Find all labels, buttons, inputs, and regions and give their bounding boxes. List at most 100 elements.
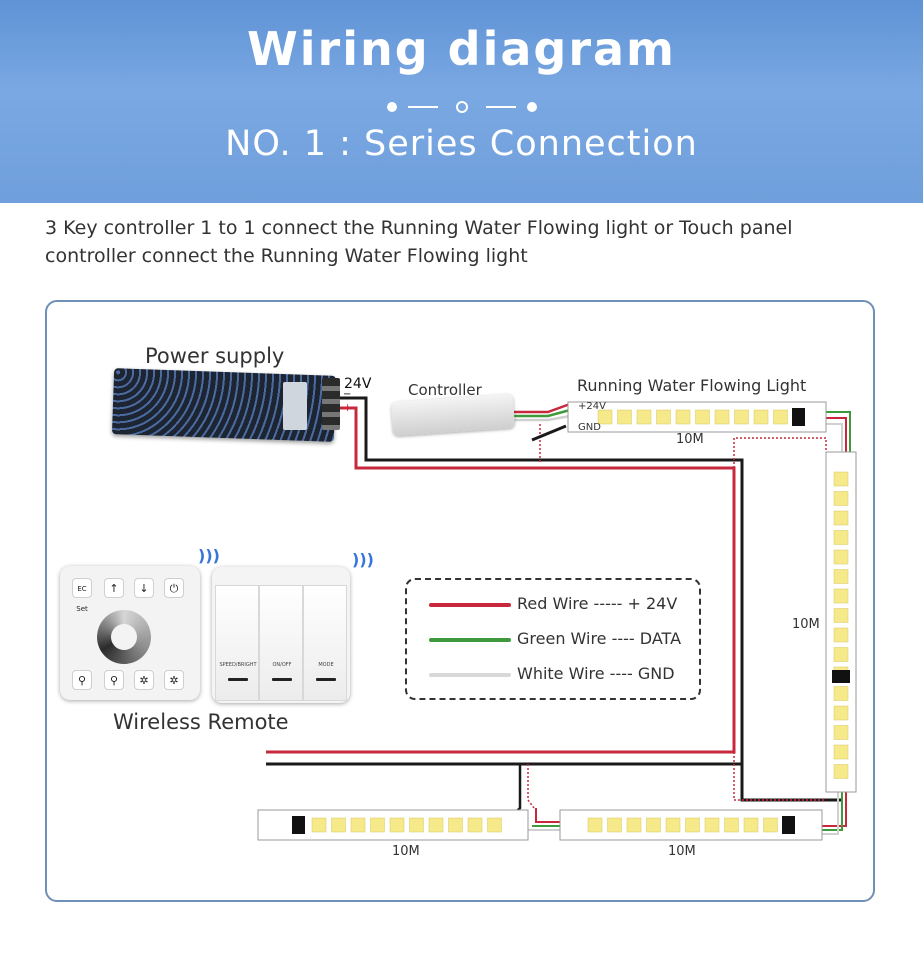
strip-length-bottom-left: 10M <box>392 844 420 859</box>
led-chip <box>448 817 463 833</box>
led-chip <box>773 409 788 425</box>
strip2-red-wire <box>822 792 847 827</box>
switch-key-speed[interactable]: SPEED/BRIGHT <box>215 585 259 701</box>
led-chip <box>833 491 849 506</box>
wireless-remote-label: Wireless Remote <box>113 710 289 734</box>
led-chip <box>833 510 849 526</box>
switch-key-mode[interactable]: MODE <box>303 585 347 701</box>
strip2-green-wire <box>822 792 843 831</box>
led-chip <box>833 705 849 721</box>
intro-text: 3 Key controller 1 to 1 connect the Runn… <box>45 217 793 267</box>
led-chip <box>833 471 849 487</box>
strip3-red-wire <box>535 808 560 823</box>
led-chip <box>350 817 366 833</box>
page-title: Wiring diagram <box>247 22 676 76</box>
led-chip <box>370 817 385 833</box>
led-chip <box>833 627 849 643</box>
led-chip <box>833 764 849 779</box>
switch-key-speed-indicator <box>228 678 248 681</box>
mode-button-1[interactable]: ⚲ <box>72 670 92 690</box>
strip-plus-label: +24V <box>578 401 606 412</box>
psu-terminal-block <box>322 378 340 430</box>
led-chip <box>753 409 769 425</box>
led-chip <box>331 817 346 833</box>
switch-key-onoff[interactable]: ON/OFF <box>259 585 303 701</box>
led-chip <box>587 817 603 833</box>
led-strip-bottom-left <box>257 809 529 841</box>
led-chip <box>833 647 849 662</box>
switch-key-onoff-indicator <box>272 678 292 681</box>
down-arrow-button[interactable]: ↓ <box>134 578 154 598</box>
strip1-red-wire <box>826 417 847 452</box>
wifi-icon-switch: ))) <box>352 550 374 569</box>
led-chip <box>833 549 849 565</box>
switch-key-mode-label: MODE <box>318 662 334 668</box>
header-banner: Wiring diagram NO. 1 : Series Connection <box>0 0 923 203</box>
power-supply-label: Power supply <box>145 344 285 368</box>
power-button[interactable]: ⏻ <box>164 578 184 598</box>
led-chip <box>656 409 671 425</box>
strip2-white-wire <box>822 792 839 835</box>
strip-gnd-label: GND <box>578 422 601 433</box>
led-chip <box>833 530 849 545</box>
ctrl-white-wire <box>514 414 571 422</box>
led-chip <box>743 817 759 833</box>
led-chip <box>704 817 720 833</box>
switch-key-mode-indicator <box>316 678 336 681</box>
strip-black-wire <box>531 424 567 442</box>
led-chip <box>428 817 444 833</box>
led-chip <box>685 817 700 833</box>
mode-button-4[interactable]: ✲ <box>164 670 184 690</box>
ec-set-button[interactable]: EC Set <box>72 578 92 613</box>
wire-legend: Red Wire ----- + 24V Green Wire ---- DAT… <box>405 578 701 700</box>
psu-sticker <box>283 382 307 430</box>
led-chip <box>487 817 502 833</box>
legend-white-text: White Wire ---- GND <box>517 664 675 683</box>
legend-green-text: Green Wire ---- DATA <box>517 629 682 648</box>
up-arrow-button[interactable]: ↑ <box>104 578 124 598</box>
mode-button-3[interactable]: ✲ <box>134 670 154 690</box>
strip-ic-chip <box>832 670 850 683</box>
led-chip <box>607 817 622 833</box>
led-chip <box>724 817 739 833</box>
strip-title: Running Water Flowing Light <box>577 376 807 395</box>
strip-length-top: 10M <box>676 432 704 447</box>
led-chip <box>311 817 327 833</box>
psu-minus-label: − <box>343 389 352 400</box>
led-strip-bottom-right <box>559 809 823 841</box>
switch-key-onoff-label: ON/OFF <box>272 662 292 668</box>
psu-plus-label: + <box>343 401 353 414</box>
three-key-wireless-switch: SPEED/BRIGHT ON/OFF MODE <box>212 567 350 703</box>
led-chip <box>675 409 691 425</box>
led-strip-top <box>567 401 827 433</box>
title-divider <box>387 101 537 113</box>
led-chip <box>467 817 483 833</box>
mode-button-2[interactable]: ⚲ <box>104 670 124 690</box>
led-chip <box>734 409 749 425</box>
led-chip <box>833 725 849 740</box>
switch-key-speed-label: SPEED/BRIGHT <box>219 662 257 668</box>
led-chip <box>636 409 652 425</box>
legend-green-line <box>429 638 511 642</box>
led-chip <box>626 817 642 833</box>
touch-panel-remote: EC Set ↑ ↓ ⏻ ⚲ ⚲ ✲ ✲ <box>60 566 200 700</box>
dotted-red-loop <box>733 437 827 468</box>
led-chip <box>833 569 849 584</box>
brightness-wheel[interactable] <box>97 610 151 664</box>
strip1-green-wire <box>826 411 851 452</box>
led-chip <box>833 588 849 604</box>
led-chip <box>833 744 849 760</box>
legend-white-line <box>429 673 511 677</box>
led-chip <box>597 409 613 425</box>
led-strip-right <box>825 451 857 793</box>
wifi-icon-remote: ))) <box>198 546 220 565</box>
led-chip <box>763 817 778 833</box>
led-chip <box>646 817 661 833</box>
dotted-red-right <box>733 752 826 801</box>
ctrl-green-wire <box>514 408 571 418</box>
strip-ic-chip <box>792 408 805 426</box>
ctrl-red-wire <box>514 402 571 414</box>
led-chip <box>833 686 849 701</box>
strip-ic-chip <box>782 816 795 834</box>
